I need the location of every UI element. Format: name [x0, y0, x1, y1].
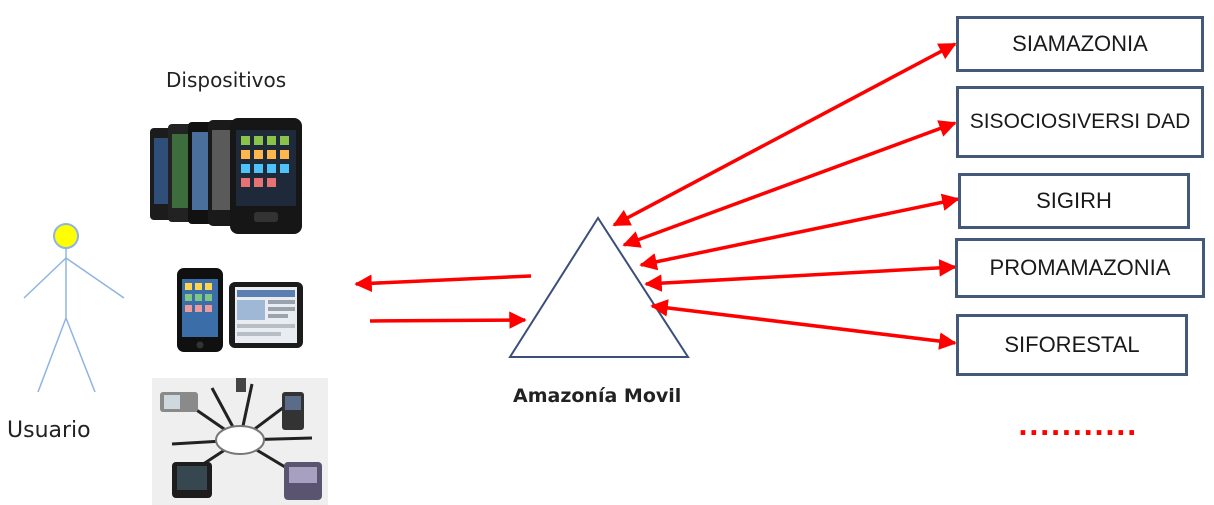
iphone-ipad-image: [177, 268, 303, 352]
arrow-hub-siforestal: [650, 299, 957, 350]
arrow-hub-siamazonia: [612, 42, 957, 227]
arrow-hub-sigirh: [639, 193, 960, 271]
user-left-leg: [37, 317, 67, 393]
smartphones-lineup-image: [150, 118, 302, 234]
system-box-sisociosiversidad: SISOCIOSIVERSI DAD: [956, 86, 1204, 158]
system-box-siamazonia: SIAMAZONIA: [956, 16, 1204, 72]
arrow-hub-sisociosiversidad: [622, 120, 957, 248]
user-right-arm: [65, 257, 125, 299]
hub-triangle: [508, 216, 690, 358]
mobile-gadgets-hub-image: [152, 378, 328, 505]
system-box-promamazonia: PROMAMAZONIA: [955, 238, 1205, 298]
user-right-leg: [65, 317, 96, 393]
system-box-siforestal: SIFORESTAL: [956, 314, 1188, 376]
system-box-sigirh: SIGIRH: [958, 173, 1190, 229]
devices-label: Dispositivos: [166, 68, 287, 92]
hub-label: Amazonía Movil: [513, 385, 682, 407]
arrow-devices-to-hub: [369, 311, 527, 329]
user-label: Usuario: [7, 418, 91, 443]
user-left-arm: [23, 257, 67, 299]
arrow-hub-promamazonia: [644, 259, 957, 292]
more-systems-ellipsis: ...........: [1018, 412, 1138, 442]
arrow-hub-to-devices: [354, 274, 532, 293]
